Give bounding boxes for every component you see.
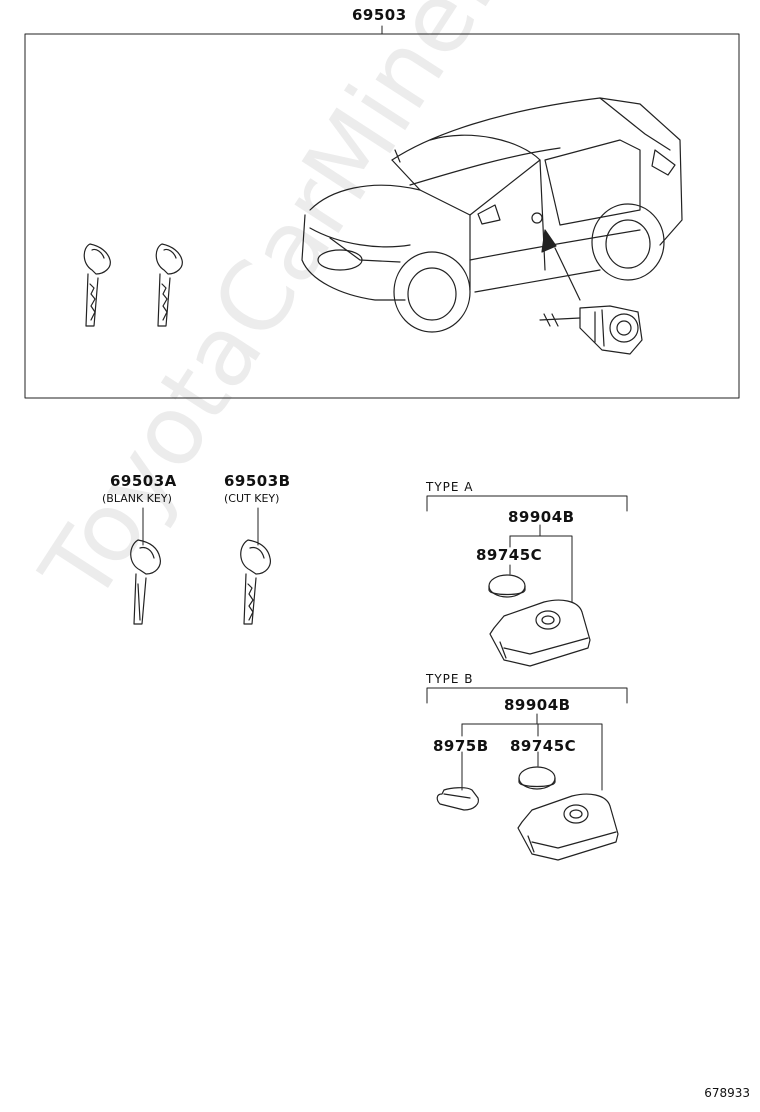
- type-a-bracket: [426, 495, 628, 603]
- type-b-battery-part-number[interactable]: 89745C: [510, 737, 577, 755]
- type-b-cover-part-number[interactable]: 8975B: [433, 737, 489, 755]
- type-a-battery-drawing: [488, 574, 526, 598]
- type-b-cover-drawing: [436, 787, 479, 811]
- type-a-label: TYPE A: [426, 480, 474, 494]
- cut-key-part-number[interactable]: 69503B: [224, 472, 291, 490]
- blank-key-drawing: [130, 539, 161, 625]
- cut-key-drawing: [240, 539, 271, 625]
- assembly-part-number[interactable]: 69503: [352, 6, 407, 24]
- type-a-housing-part-number[interactable]: 89904B: [508, 508, 575, 526]
- type-a-key-fob-drawing: [489, 599, 591, 667]
- type-a-battery-part-number[interactable]: 89745C: [476, 546, 543, 564]
- type-b-bracket: [426, 687, 628, 791]
- type-b-label: TYPE B: [426, 672, 474, 686]
- door-lock-cylinder: [539, 305, 643, 355]
- blank-key-note: (BLANK KEY): [102, 492, 172, 505]
- diagram-id: 678933: [704, 1086, 750, 1100]
- type-b-housing-part-number[interactable]: 89904B: [504, 696, 571, 714]
- type-b-key-fob-drawing: [517, 793, 619, 861]
- type-b-battery-drawing: [518, 766, 556, 790]
- cut-key-note: (CUT KEY): [224, 492, 280, 505]
- assembly-key-1: [83, 243, 111, 327]
- assembly-frame: [24, 33, 740, 399]
- lock-cylinder-arrow: [541, 229, 581, 301]
- assembly-key-2: [155, 243, 183, 327]
- blank-key-part-number[interactable]: 69503A: [110, 472, 177, 490]
- vehicle-outline: [301, 97, 683, 333]
